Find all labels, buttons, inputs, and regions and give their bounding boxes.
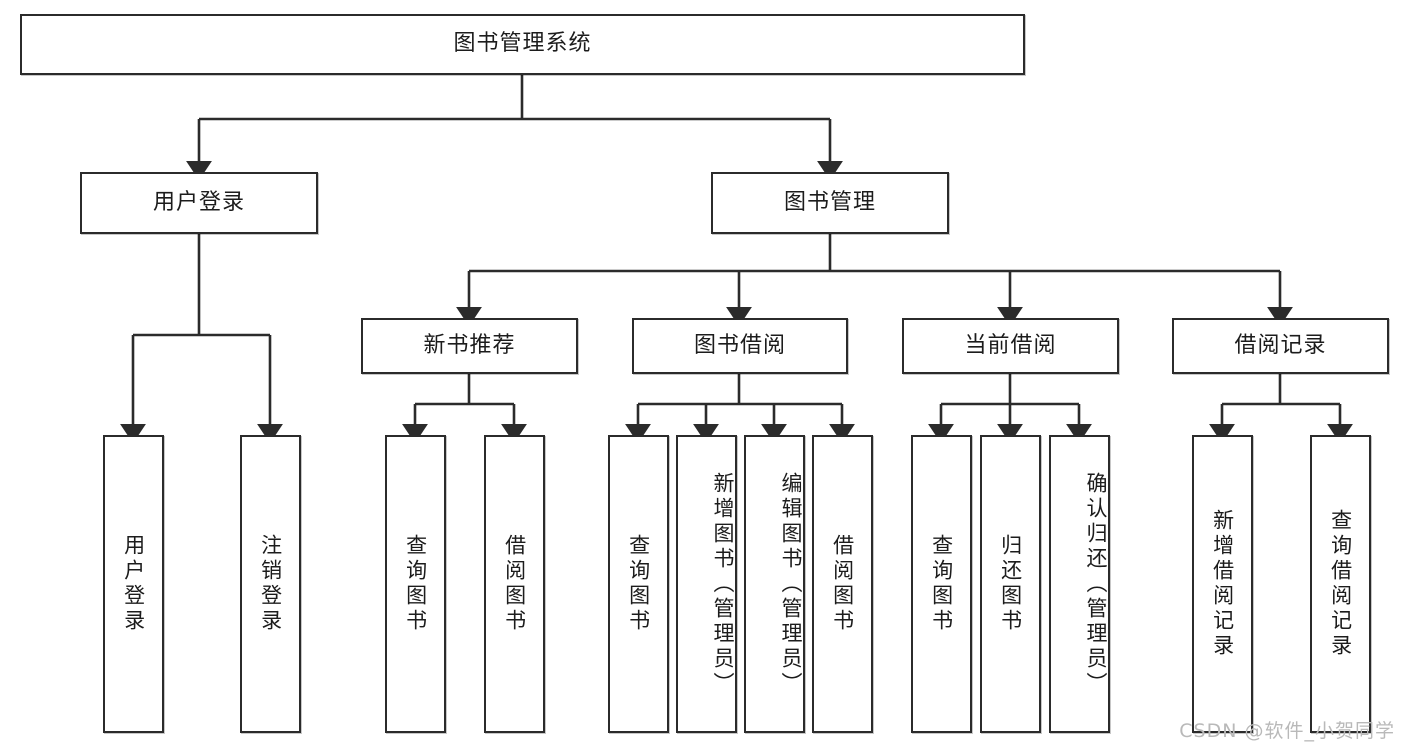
node-label: 图书管理系统 xyxy=(453,31,592,57)
node-leaf-confirm-return[interactable]: 确认归还（管理员） xyxy=(1049,435,1110,733)
node-leaf-add-record[interactable]: 新增借阅记录 xyxy=(1192,435,1253,733)
node-leaf-borrow-book-1[interactable]: 借阅图书 xyxy=(484,435,545,733)
node-current-borrow[interactable]: 当前借阅 xyxy=(902,318,1119,374)
node-label: 图书借阅 xyxy=(693,332,786,358)
node-label: 新书推荐 xyxy=(423,332,516,358)
node-leaf-return-book[interactable]: 归还图书 xyxy=(980,435,1041,733)
node-label: 查询借阅记录 xyxy=(1328,509,1353,659)
node-label: 借阅图书 xyxy=(502,534,527,634)
node-leaf-borrow-book-2[interactable]: 借阅图书 xyxy=(812,435,873,733)
node-book-manage[interactable]: 图书管理 xyxy=(711,172,949,234)
node-label: 归还图书 xyxy=(998,534,1023,634)
node-leaf-query-book-1[interactable]: 查询图书 xyxy=(385,435,446,733)
node-label: 查询图书 xyxy=(929,534,954,634)
node-new-book-recommend[interactable]: 新书推荐 xyxy=(361,318,578,374)
node-label: 查询图书 xyxy=(626,534,651,634)
node-leaf-query-book-2[interactable]: 查询图书 xyxy=(608,435,669,733)
node-root-system[interactable]: 图书管理系统 xyxy=(20,14,1025,75)
node-borrow-record[interactable]: 借阅记录 xyxy=(1172,318,1389,374)
node-label: 注销登录 xyxy=(258,534,283,634)
node-leaf-user-login[interactable]: 用户登录 xyxy=(103,435,164,733)
node-label: 借阅记录 xyxy=(1234,332,1327,358)
node-book-borrow[interactable]: 图书借阅 xyxy=(632,318,848,374)
node-label: 查询图书 xyxy=(403,534,428,634)
node-leaf-query-record[interactable]: 查询借阅记录 xyxy=(1310,435,1371,733)
node-label: 用户登录 xyxy=(121,534,146,634)
node-label: 编辑图书（管理员） xyxy=(779,471,803,697)
node-leaf-add-book[interactable]: 新增图书（管理员） xyxy=(676,435,737,733)
node-label: 新增借阅记录 xyxy=(1210,509,1235,659)
node-user-login[interactable]: 用户登录 xyxy=(80,172,318,234)
node-leaf-edit-book[interactable]: 编辑图书（管理员） xyxy=(744,435,805,733)
node-leaf-query-book-3[interactable]: 查询图书 xyxy=(911,435,972,733)
node-label: 当前借阅 xyxy=(964,332,1057,358)
node-label: 借阅图书 xyxy=(830,534,855,634)
node-label: 确认归还（管理员） xyxy=(1084,471,1108,697)
node-label: 用户登录 xyxy=(152,189,245,215)
node-leaf-user-logout[interactable]: 注销登录 xyxy=(240,435,301,733)
node-label: 图书管理 xyxy=(783,189,876,215)
node-label: 新增图书（管理员） xyxy=(711,471,735,697)
